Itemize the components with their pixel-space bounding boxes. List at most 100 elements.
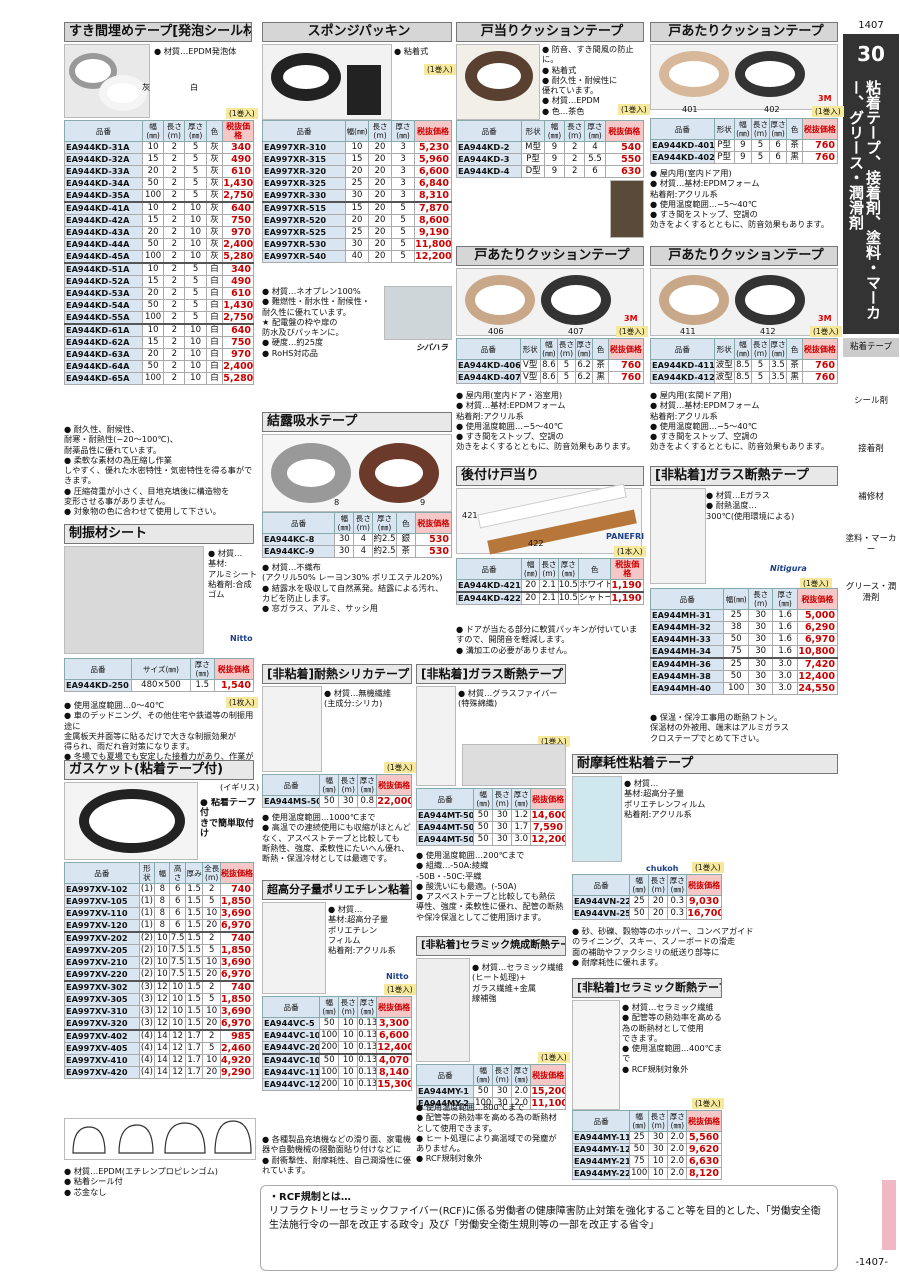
section-title-door-cushion-406: 戸あたりクッションテープ — [456, 246, 644, 266]
spec-cell: 50 — [473, 809, 494, 822]
spec-cell: 15 — [141, 336, 165, 349]
spec-cell: 5 — [202, 944, 221, 957]
quantity-badge: (1巻入) — [800, 578, 832, 589]
spec-cell: 灰 — [205, 189, 224, 203]
spec-cell: 20 — [202, 1066, 221, 1079]
column-header: 長さ(m) — [648, 874, 669, 896]
spec-cell: 5 — [202, 1042, 221, 1055]
column-header: 税抜価格 — [213, 658, 255, 680]
product-code: EA944KD-401 — [650, 139, 715, 152]
spec-cell: 6 — [169, 895, 186, 908]
glass-fiber-table: 品番幅(㎜)長さ(m)厚さ(㎜)税抜価格EA944MT-50A50301.214… — [415, 788, 566, 846]
sidebar-item-adhesive[interactable]: 接着剤 — [858, 444, 884, 454]
spec-cell: 20 — [368, 201, 393, 215]
spec-cell: 1.5 — [184, 956, 204, 969]
sidebar-item-grease[interactable]: グリース・潤滑剤 — [845, 582, 897, 603]
spec-cell: 10.5 — [557, 591, 579, 605]
price: 9,030 — [686, 895, 722, 908]
product-code: EA997XV-320 — [64, 1017, 140, 1031]
spec-cell: 30 — [492, 833, 513, 846]
column-header: 税抜価格 — [610, 558, 644, 580]
glass-fiber-material: ● 材質…グラスファイバー (特殊綿織) — [458, 688, 558, 709]
spec-cell: P型 — [713, 139, 735, 152]
spec-cell: 2 — [163, 201, 186, 215]
spec-cell: 20 — [202, 968, 221, 982]
product-code: EA944KD-43A — [64, 226, 143, 239]
spec-cell: 30 — [334, 533, 355, 546]
price: 1,430 — [222, 177, 254, 190]
product-code: EA944MT-50B — [415, 821, 475, 834]
spec-cell: 白 — [205, 311, 224, 325]
spec-cell: 3 — [391, 153, 416, 166]
spec-cell: 12 — [154, 1005, 171, 1018]
spec-cell: 5 — [751, 151, 770, 164]
spec-cell: 10 — [184, 323, 207, 337]
spec-cell: 1.5 — [184, 1017, 204, 1031]
sidebar-item-paint[interactable]: 塗料・マーカー — [845, 534, 897, 555]
spec-cell: 12 — [169, 1042, 186, 1055]
spec-cell: 3.0 — [772, 657, 798, 671]
spec-cell: 2 — [163, 275, 186, 288]
spec-cell: 波型 — [713, 359, 735, 372]
price: 750 — [222, 214, 254, 227]
column-header: 幅(㎜) — [319, 774, 340, 796]
column-header: 品番 — [262, 120, 346, 142]
spec-cell: 14 — [154, 1042, 171, 1055]
spec-cell: 6 — [584, 165, 606, 178]
product-code: EA997XR-315 — [262, 153, 346, 166]
spec-cell: 白 — [205, 275, 224, 288]
product-photo-panel-door — [384, 286, 452, 340]
product-code: EA997XV-305 — [64, 993, 140, 1006]
brand-nitto: Nitto — [386, 972, 409, 981]
spec-cell: 6 — [169, 907, 186, 920]
spec-cell: 20 — [648, 895, 669, 908]
spec-cell: 20 — [368, 226, 393, 239]
spec-cell: 1.6 — [772, 609, 798, 622]
price: 1,540 — [213, 679, 255, 692]
spec-cell: 9 — [733, 139, 753, 152]
product-code: EA944VC-110 — [261, 1066, 321, 1079]
column-header: 税抜価格 — [604, 120, 645, 142]
product-code: EA944KD-421 — [455, 579, 523, 593]
spec-cell: 20 — [368, 189, 393, 203]
sidebar-item-tape[interactable]: 粘着テープ — [843, 338, 899, 357]
spec-cell: 1.7 — [184, 1066, 204, 1079]
spec-cell: 灰 — [205, 238, 224, 251]
sidebar-item-repair[interactable]: 補修材 — [858, 492, 884, 502]
spec-cell: 10 — [648, 1155, 669, 1168]
sidebar-item-sealant[interactable]: シール剤 — [853, 396, 888, 406]
product-photo-damping-sheet — [64, 546, 204, 654]
price: 11,800 — [414, 238, 452, 251]
price: 22,000 — [376, 795, 412, 808]
spec-cell: (4) — [138, 1029, 156, 1043]
spec-cell: 50 — [141, 360, 165, 373]
price: 4,070 — [376, 1053, 412, 1067]
spec-cell: 5 — [391, 226, 416, 239]
product-code: EA997XV-102 — [64, 883, 140, 896]
spec-cell: (2) — [138, 956, 156, 969]
column-header: 品番 — [456, 338, 521, 360]
price: 1,430 — [222, 299, 254, 312]
price: 1,850 — [219, 895, 255, 908]
spec-cell: 4 — [353, 545, 374, 558]
spec-cell: 10 — [202, 1054, 221, 1067]
spec-cell: 5 — [184, 275, 207, 288]
spec-cell: 1.5 — [184, 968, 204, 982]
gasket-profile-diagram — [64, 1118, 256, 1160]
spec-cell: 2 — [202, 883, 221, 896]
spec-cell: 5 — [184, 153, 207, 166]
spec-cell: 5 — [391, 201, 416, 215]
price: 610 — [222, 165, 254, 178]
spec-cell: (3) — [138, 1017, 156, 1031]
product-code: EA944KD-61A — [64, 323, 143, 337]
price: 6,970 — [219, 968, 255, 982]
spec-cell: 100 — [723, 682, 749, 695]
